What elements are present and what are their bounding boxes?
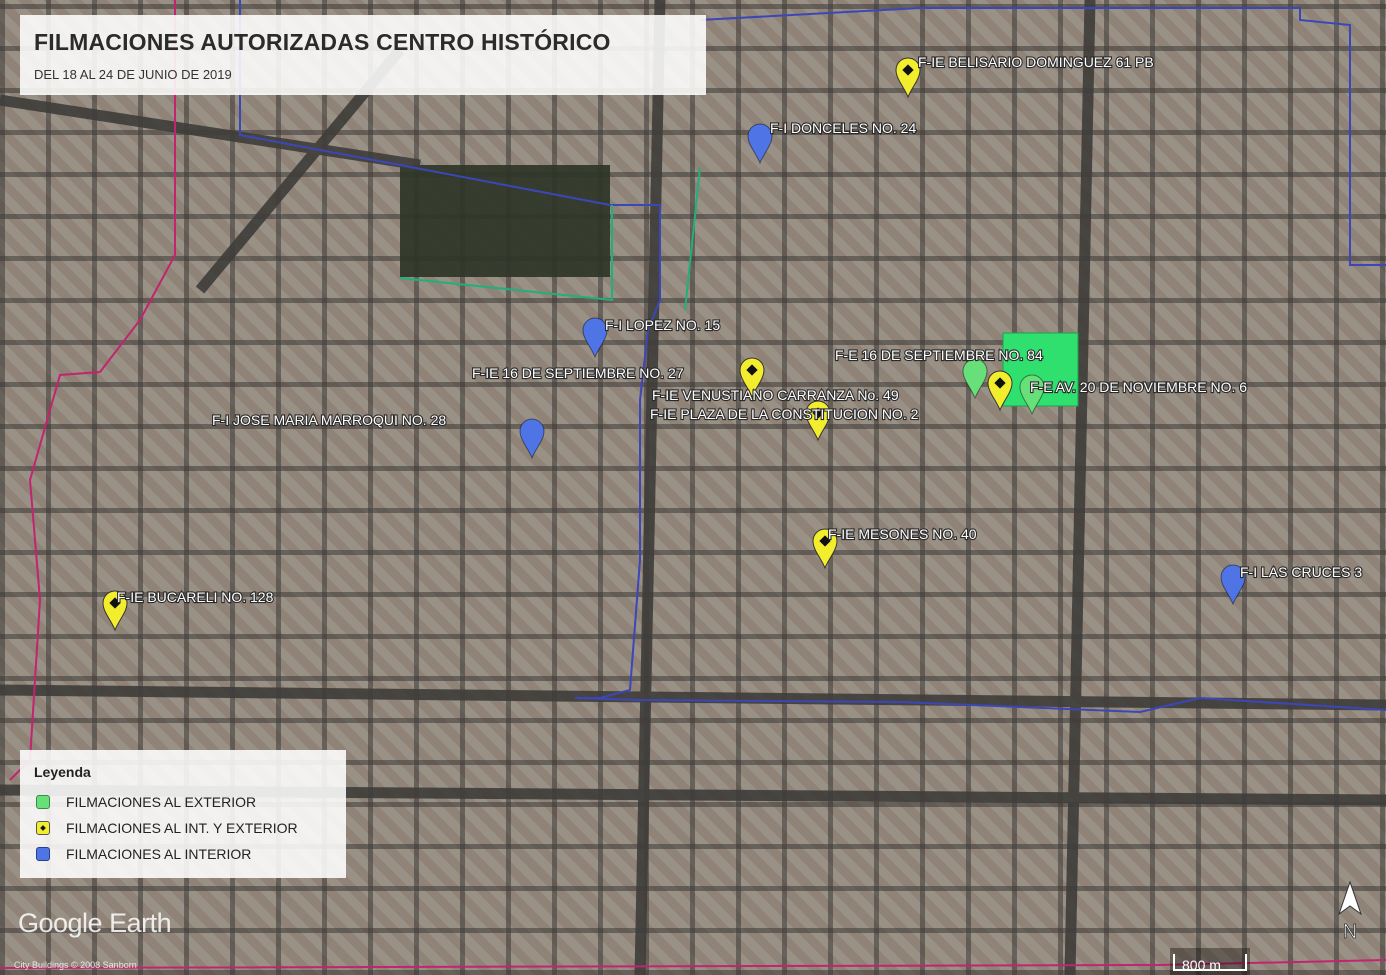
marker-yellow-pin-icon[interactable] [805,400,831,442]
marker-yellow-pin-icon[interactable] [102,590,128,632]
marker-label: F-IE MESONES NO. 40 [828,526,977,542]
legend: Leyenda FILMACIONES AL EXTERIOR FILMACIO… [20,750,346,878]
marker-yellow-pin-icon[interactable] [812,528,838,570]
marker-green-pin-icon[interactable] [1019,374,1045,416]
title-box: FILMACIONES AUTORIZADAS CENTRO HISTÓRICO… [20,15,706,95]
marker-label: F-IE BELISARIO DOMINGUEZ 61 PB [918,54,1154,70]
perimeter-a-north [699,7,1386,266]
yellow-swatch-icon [36,821,50,835]
blue-swatch-icon [36,847,50,861]
legend-title: Leyenda [34,764,91,780]
marker-blue-pin-icon[interactable] [582,317,608,359]
google-earth-logo: Google Earth [18,908,172,938]
marker-label: F-E 16 DE SEPTIEMBRE NO. 84 [835,347,1043,363]
north-arrow-icon: N [1338,880,1362,943]
marker-yellow-pin-icon[interactable] [895,57,921,99]
imagery-credit: City Buildings © 2008 Sanborn [14,960,137,970]
green-street-line [684,167,701,311]
marker-label: F-IE BUCARELI NO. 128 [117,589,274,605]
marker-blue-pin-icon[interactable] [747,123,773,165]
marker-label: F-E AV. 20 DE NOVIEMBRE NO. 6 [1030,379,1247,395]
marker-yellow-pin-icon[interactable] [987,370,1013,412]
legend-item-interior: FILMACIONES AL INTERIOR [36,844,251,864]
map-subtitle: DEL 18 AL 24 DE JUNIO DE 2019 [34,67,232,82]
perimeter-a-boundary [239,0,1386,714]
marker-label: F-IE 16 DE SEPTIEMBRE NO. 27 [472,365,684,381]
marker-label: F-I JOSE MARIA MARROQUI NO. 28 [212,412,446,428]
legend-label: FILMACIONES AL INT. Y EXTERIOR [66,820,298,836]
marker-blue-pin-icon[interactable] [1220,564,1246,606]
perimeter-b-boundary [9,0,176,781]
marker-yellow-pin-icon[interactable] [739,357,765,399]
marker-blue-pin-icon[interactable] [519,418,545,460]
marker-label: F-I DONCELES NO. 24 [770,120,916,136]
north-label: N [1343,921,1357,943]
legend-label: FILMACIONES AL EXTERIOR [66,794,257,810]
marker-label: F-IE PLAZA DE LA CONSTITUCION NO. 2 [650,406,919,422]
pin-labels: F-IE BELISARIO DOMINGUEZ 61 PB F-I DONCEL… [116,53,1364,606]
pins [102,57,1246,632]
scale-bar [1170,948,1250,975]
map-title: FILMACIONES AUTORIZADAS CENTRO HISTÓRICO [34,29,611,55]
alameda-park [400,165,610,277]
legend-label: FILMACIONES AL INTERIOR [66,846,252,862]
marker-label: F-I LAS CRUCES 3 [1240,564,1362,580]
green-swatch-icon [36,795,50,809]
scale-label: 800 m [1182,957,1221,973]
perimeter-b-south [0,959,1386,969]
legend-item-int-exterior: FILMACIONES AL INT. Y EXTERIOR [36,818,298,838]
bellas-artes-outline [399,205,613,302]
marker-label: F-I LOPEZ NO. 15 [605,317,720,333]
legend-item-exterior: FILMACIONES AL EXTERIOR [36,792,256,812]
marker-label: F-IE VENUSTIANO CARRANZA No. 49 [652,387,899,403]
marker-green-pin-icon[interactable] [962,358,988,400]
